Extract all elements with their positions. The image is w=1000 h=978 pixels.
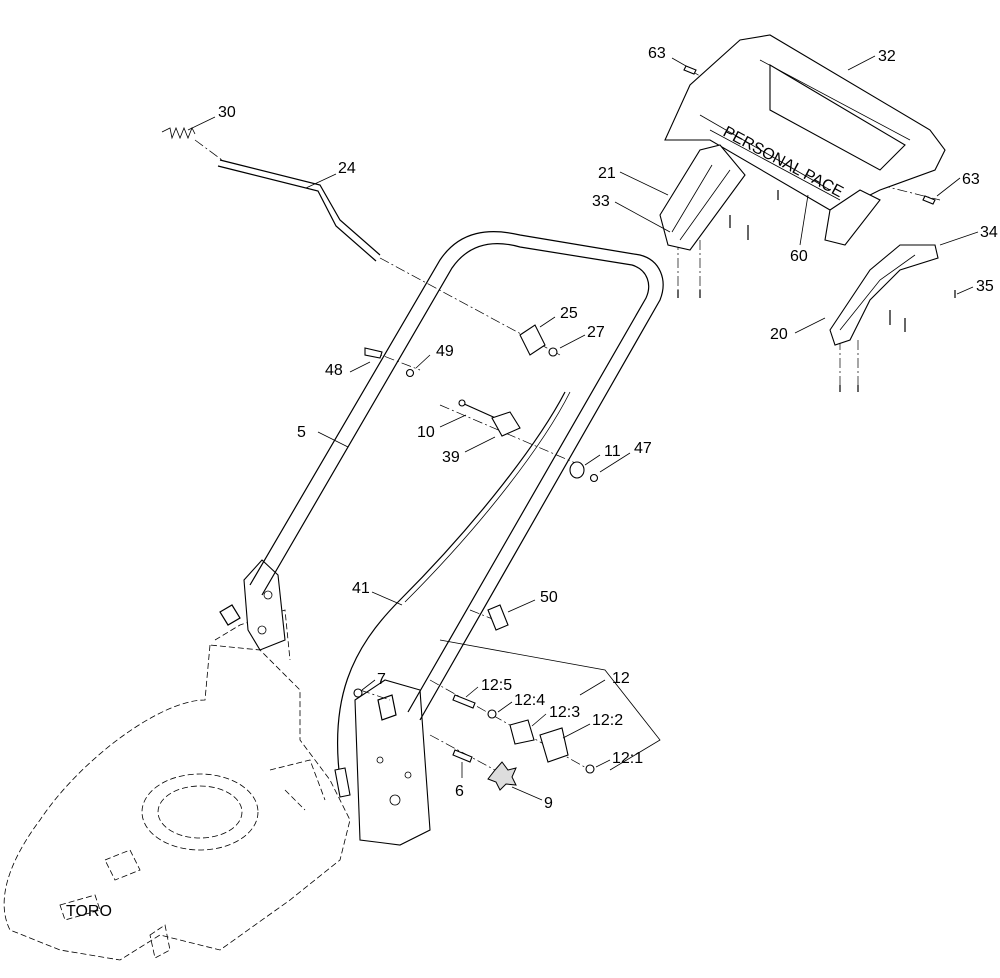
callout-63-right: 63 bbox=[962, 171, 980, 188]
part-9-knob bbox=[487, 761, 517, 791]
callout-labels: 30 24 25 27 48 49 5 10 39 11 47 41 50 12… bbox=[218, 45, 998, 812]
callout-35: 35 bbox=[976, 278, 994, 295]
control-rod-edge bbox=[217, 165, 377, 262]
part-25-27 bbox=[519, 324, 558, 357]
callout-12-4: 12:4 bbox=[514, 692, 545, 709]
callout-34: 34 bbox=[980, 224, 998, 241]
part-6 bbox=[452, 749, 473, 763]
callout-27: 27 bbox=[587, 324, 605, 341]
left-handle-bracket bbox=[219, 559, 286, 651]
part-11-47 bbox=[569, 461, 599, 483]
callout-30: 30 bbox=[218, 104, 236, 121]
callout-39: 39 bbox=[442, 449, 460, 466]
callout-32: 32 bbox=[878, 48, 896, 65]
callout-5: 5 bbox=[297, 424, 306, 441]
part-12-2 bbox=[539, 727, 569, 763]
part-10-39 bbox=[458, 399, 521, 437]
right-handle-bracket bbox=[354, 679, 431, 846]
callout-63-top: 63 bbox=[648, 45, 666, 62]
callout-9: 9 bbox=[544, 795, 553, 812]
callout-11: 11 bbox=[604, 443, 621, 460]
callout-49: 49 bbox=[436, 343, 454, 360]
control-cable bbox=[337, 391, 566, 781]
cable-end bbox=[334, 767, 351, 798]
callout-6: 6 bbox=[455, 783, 464, 800]
mower-deck bbox=[3, 609, 351, 961]
callout-12-5: 12:5 bbox=[481, 677, 512, 694]
callout-33: 33 bbox=[592, 193, 610, 210]
callout-25: 25 bbox=[560, 305, 578, 322]
callout-20: 20 bbox=[770, 326, 788, 343]
callout-24: 24 bbox=[338, 160, 356, 177]
handle-tube bbox=[249, 231, 664, 721]
spring bbox=[161, 126, 196, 140]
callout-7: 7 bbox=[377, 671, 386, 688]
callout-12-3: 12:3 bbox=[549, 704, 580, 721]
callout-50: 50 bbox=[540, 589, 558, 606]
part-12-4 bbox=[487, 709, 497, 719]
callout-21: 21 bbox=[598, 165, 616, 182]
callout-12: 12 bbox=[612, 670, 630, 687]
callout-10: 10 bbox=[417, 424, 435, 441]
part-12-1 bbox=[585, 764, 595, 774]
leader-lines bbox=[187, 55, 979, 801]
control-cable-inner bbox=[404, 391, 571, 603]
callout-60: 60 bbox=[790, 248, 808, 265]
deck-logo-text: TORO bbox=[66, 903, 112, 920]
upper-bar-assembly: PERSONAL PACE bbox=[659, 34, 946, 346]
callout-12-1: 12:1 bbox=[612, 750, 643, 767]
callout-47: 47 bbox=[634, 440, 652, 457]
grip-screws bbox=[677, 65, 956, 392]
part-48-49 bbox=[364, 347, 415, 378]
part-50 bbox=[487, 604, 509, 631]
callout-12-2: 12:2 bbox=[592, 712, 623, 729]
part-12-3 bbox=[509, 719, 535, 745]
callout-41: 41 bbox=[352, 580, 370, 597]
callout-48: 48 bbox=[325, 362, 343, 379]
part-12-5 bbox=[452, 694, 476, 709]
part-7 bbox=[353, 688, 363, 698]
control-rod bbox=[219, 159, 381, 256]
